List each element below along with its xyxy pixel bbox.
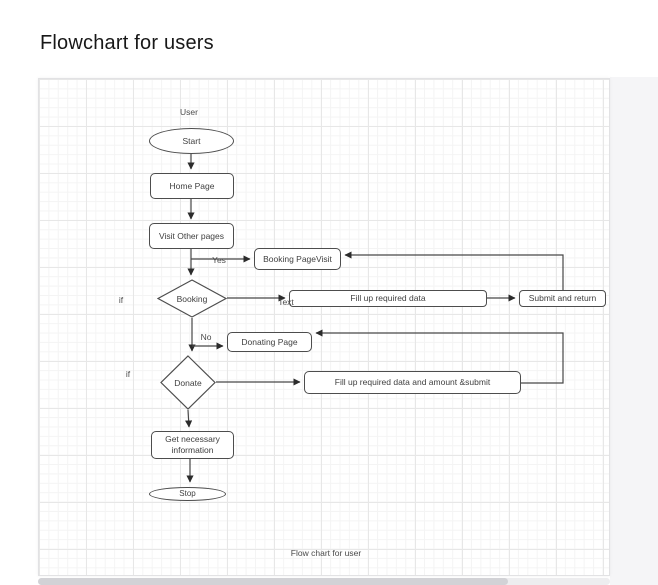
node-label: Booking xyxy=(176,293,208,304)
node-donate-decision[interactable]: Donate xyxy=(160,355,216,410)
diamond-shape xyxy=(160,355,216,410)
horizontal-scrollbar-track[interactable] xyxy=(38,578,610,585)
node-label: Visit Other pages xyxy=(158,230,225,241)
edge-label-if-donate[interactable]: if xyxy=(125,369,131,379)
diagram-canvas[interactable]: User Start Home Page Visit Other pages B… xyxy=(38,78,610,576)
node-booking-decision[interactable]: Booking xyxy=(157,279,227,318)
node-label: Fill up required data and amount &submit xyxy=(334,377,491,388)
node-donating-page[interactable]: Donating Page xyxy=(227,332,312,352)
edge-donate-getinfo xyxy=(185,409,193,428)
node-label: Home Page xyxy=(169,180,215,191)
page-title: Flowchart for users xyxy=(40,32,214,54)
node-home-page[interactable]: Home Page xyxy=(150,173,234,199)
node-fill-required-data[interactable]: Fill up required data xyxy=(289,290,487,307)
node-label: Fill up required data xyxy=(350,293,426,304)
horizontal-scrollbar-thumb[interactable] xyxy=(38,578,508,585)
node-submit-and-return[interactable]: Submit and return xyxy=(519,290,606,307)
edge-label-yes[interactable]: Yes xyxy=(212,255,226,265)
node-label: Get necessary information xyxy=(165,434,220,455)
node-booking-pagevisit[interactable]: Booking PageVisit xyxy=(254,248,341,270)
diamond-shape xyxy=(157,279,227,318)
edge-label-if-booking[interactable]: if xyxy=(118,295,124,305)
node-stop[interactable]: Stop xyxy=(149,487,226,501)
node-label: Booking PageVisit xyxy=(263,253,332,264)
pool-label-user: User xyxy=(180,107,198,117)
edge-fillamount-donatingpage xyxy=(315,329,564,384)
canvas-right-margin xyxy=(610,77,658,585)
connectors-layer xyxy=(185,154,564,483)
node-label: Start xyxy=(182,135,201,146)
node-label: Stop xyxy=(179,489,196,498)
diagram-caption: Flow chart for user xyxy=(290,548,362,558)
edge-label-text[interactable]: Text xyxy=(278,297,294,307)
edge-submit-bookingpagevisit xyxy=(344,251,564,290)
node-get-necessary-information[interactable]: Get necessary information xyxy=(151,431,234,459)
node-visit-other-pages[interactable]: Visit Other pages xyxy=(149,223,234,249)
node-label: Submit and return xyxy=(528,293,597,304)
node-fill-data-amount-submit[interactable]: Fill up required data and amount &submit xyxy=(304,371,521,394)
edge-label-no[interactable]: No xyxy=(200,332,212,342)
node-label: Donate xyxy=(174,377,202,388)
node-start[interactable]: Start xyxy=(149,128,234,154)
node-label: Donating Page xyxy=(241,336,298,347)
